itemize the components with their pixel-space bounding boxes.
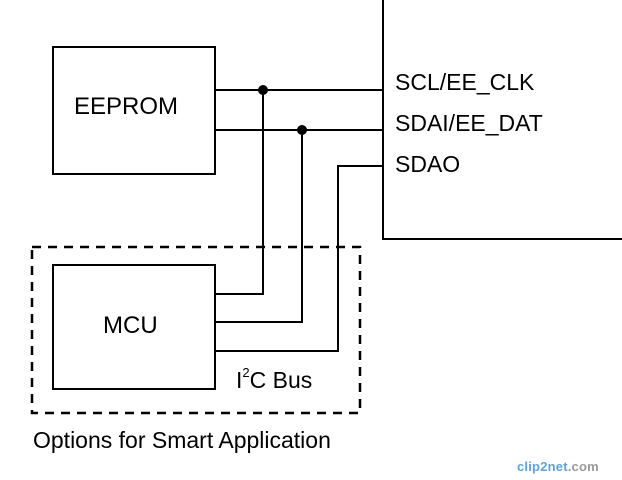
mcu-sdao-wire	[215, 165, 383, 352]
mcu-label: MCU	[103, 312, 158, 339]
pin-scl-label: SCL/EE_CLK	[395, 69, 535, 95]
i2c-bus-label: I2C Bus	[236, 365, 313, 393]
eeprom-block	[52, 46, 216, 175]
options-caption: Options for Smart Application	[33, 427, 331, 453]
mcu-sdai-wire	[215, 130, 303, 323]
chip-body	[382, 0, 622, 240]
mcu-scl-wire	[215, 90, 264, 295]
mcu-block	[52, 264, 216, 390]
watermark: clip2net.com	[517, 459, 599, 474]
eeprom-label: EEPROM	[74, 93, 179, 120]
options-region	[30, 245, 362, 415]
pin-sdai-label: SDAI/EE_DAT	[395, 110, 543, 136]
pin-sdao-label: SDAO	[395, 151, 461, 177]
